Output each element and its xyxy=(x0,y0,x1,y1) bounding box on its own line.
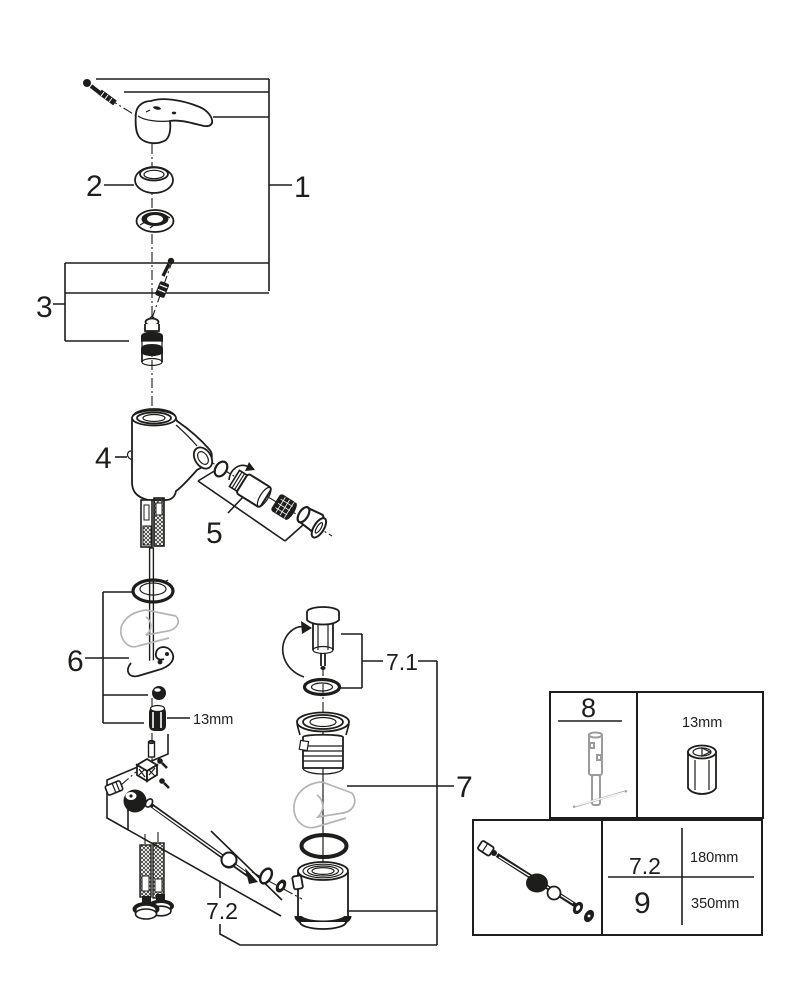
part-block-screws xyxy=(157,758,170,789)
part-rod-washer xyxy=(275,879,287,893)
part-drain-oring xyxy=(299,833,349,859)
bracket-7 xyxy=(219,661,454,946)
part-supply-hoses xyxy=(132,842,174,920)
tool-info-box: 8 13mm xyxy=(549,691,764,819)
part-popup-rod xyxy=(144,798,258,884)
part-lever-handle xyxy=(134,98,214,145)
part-rod-oring xyxy=(258,867,274,885)
callout-7: 7 xyxy=(456,771,473,804)
callout-7-1: 7.1 xyxy=(386,649,418,675)
callout-4: 4 xyxy=(95,442,112,475)
callout-3: 3 xyxy=(36,291,53,324)
part-mounting-block xyxy=(135,757,159,783)
part-spout-end xyxy=(296,506,328,539)
part-knurled-nut xyxy=(123,789,147,813)
part-cartridge xyxy=(141,315,163,367)
bracket-4 xyxy=(115,450,135,467)
part-popup-lever xyxy=(127,646,175,678)
part-cap-ring xyxy=(134,166,174,194)
part-handle-screw xyxy=(83,79,117,106)
part-aerator-oring xyxy=(213,460,229,478)
part-side-fitting xyxy=(104,780,124,796)
bracket-6 xyxy=(85,591,148,724)
bracket-5 xyxy=(197,469,304,542)
popup-rod-icon xyxy=(477,840,595,923)
part-coupling-nut-13mm xyxy=(149,704,166,731)
callout-7-2: 7.2 xyxy=(206,898,238,924)
spec-row2-length: 350mm xyxy=(691,896,739,912)
rotation-arrow-plug xyxy=(281,621,312,678)
part-mousseur xyxy=(271,494,297,520)
nut-size-label: 13mm xyxy=(193,712,233,728)
socket-nut-icon xyxy=(687,744,717,795)
tool-size-label: 13mm xyxy=(682,715,722,731)
callout-1: 1 xyxy=(294,171,311,204)
part-mounting-pin xyxy=(147,739,156,758)
axis-lines xyxy=(92,88,333,900)
spec-info-box: 7.2 180mm 9 350mm xyxy=(472,819,763,936)
callout-5: 5 xyxy=(206,517,223,550)
spec-row1-ref: 7.2 xyxy=(629,853,661,879)
rotation-arrow-aerator xyxy=(228,462,255,481)
socket-wrench-icon xyxy=(572,731,628,808)
tool-ref-label: 8 xyxy=(581,693,596,723)
bracket-7-2 xyxy=(106,734,283,917)
spec-row1-length: 180mm xyxy=(690,850,738,866)
bracket-7-1 xyxy=(339,633,437,689)
bracket-3 xyxy=(53,262,269,342)
part-retaining-ring xyxy=(131,578,175,604)
part-faucet-body xyxy=(131,408,214,501)
spec-row2-ref: 9 xyxy=(634,887,651,920)
ghost-basin-drain xyxy=(293,781,356,829)
part-gland-ring xyxy=(135,209,175,233)
part-drain-plug xyxy=(306,606,340,670)
part-drain-flange xyxy=(296,711,350,775)
part-shanks xyxy=(140,497,165,548)
part-joint-ball xyxy=(152,686,166,700)
callout-2: 2 xyxy=(86,170,103,203)
part-plug-seal xyxy=(302,677,342,697)
part-set-screws xyxy=(155,257,175,298)
part-drain-body xyxy=(291,861,352,930)
bracket-1 xyxy=(96,78,292,291)
part-popup-rod-upper xyxy=(148,547,155,663)
callout-6: 6 xyxy=(67,645,84,678)
part-flow-insert xyxy=(228,469,272,508)
ghost-basin-deck xyxy=(119,609,179,648)
